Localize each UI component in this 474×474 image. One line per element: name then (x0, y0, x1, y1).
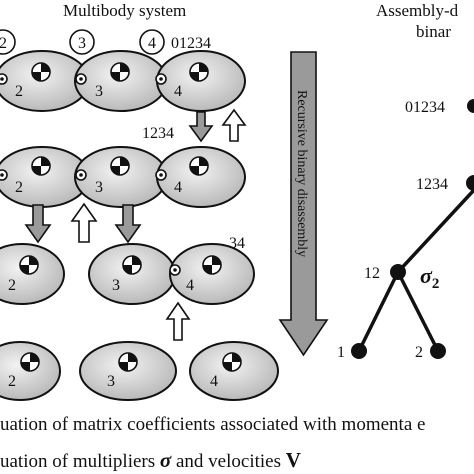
row2-com-marker-3 (110, 156, 130, 176)
row1-body-label-3: 3 (95, 83, 103, 100)
tree-node-01234 (467, 99, 474, 113)
tree-node-1234 (466, 175, 474, 191)
row2-down-arrow-right (114, 204, 142, 244)
tree-leaf-label-1: 1 (337, 344, 345, 361)
row3-chain: 2 3 4 (0, 243, 255, 305)
row2-body-4 (156, 146, 246, 208)
row1-joint-34 (155, 73, 167, 85)
row4-body-label-4: 4 (210, 373, 218, 390)
circled-label-3: 3 (69, 29, 95, 55)
tree-sigma-label: σ2 (420, 263, 439, 292)
set-label-01234-left: 01234 (171, 35, 211, 52)
row3-com-marker-2 (19, 255, 39, 275)
right-panel-title: Assembly-d (376, 1, 459, 20)
svg-text:2: 2 (0, 35, 7, 52)
row2-body-3 (74, 146, 168, 208)
row2-joint-34 (155, 169, 167, 181)
row2-up-arrow (70, 202, 98, 243)
row2-chain: 2 3 4 (0, 146, 246, 208)
bottom-caption-line1: uation of matrix coefficients associated… (0, 414, 425, 435)
row2-com-marker-2 (31, 156, 51, 176)
row3-up-arrow (165, 301, 191, 341)
bottom-caption-line2: uation of multipliers σ and velocities V (0, 448, 301, 472)
row4-com-marker-3 (118, 352, 138, 372)
row2-body-label-2: 2 (15, 179, 23, 196)
row4-body-label-3: 3 (107, 373, 115, 390)
row1-down-arrow (188, 111, 214, 143)
row2-down-arrow-left (24, 204, 52, 244)
row2-body-label-3: 3 (95, 179, 103, 196)
row4-bodies: 2 3 4 (0, 341, 279, 401)
circled-label-4: 4 (139, 29, 165, 55)
row1-com-marker-3 (110, 62, 130, 82)
row3-body-label-2: 2 (8, 277, 16, 294)
tree-node-2 (430, 343, 446, 359)
tree-leaf-label-2: 2 (415, 344, 423, 361)
row1-joint-23 (75, 73, 87, 85)
row3-body-label-3: 3 (112, 277, 120, 294)
circled-label-2: 2 (0, 29, 16, 55)
recursive-disassembly-arrow (278, 51, 329, 357)
row2-com-marker-4 (189, 156, 209, 176)
row2-joint-23 (75, 169, 87, 181)
row1-chain: 2 3 4 (0, 50, 246, 112)
row1-body-label-2: 2 (15, 83, 23, 100)
tree-node-1 (351, 343, 367, 359)
right-panel-subtitle: binar (416, 22, 451, 41)
row3-joint-34 (169, 264, 181, 276)
svg-text:4: 4 (148, 35, 156, 52)
row1-body-label-4: 4 (174, 83, 182, 100)
recursive-disassembly-label: Recursive binary disassembly (294, 90, 309, 257)
row2-body-label-4: 4 (174, 179, 182, 196)
tree-label-01234: 01234 (405, 99, 445, 116)
tree-node-12 (390, 264, 406, 280)
row3-com-marker-3 (122, 255, 142, 275)
set-label-34: 34 (229, 235, 245, 252)
row1-up-arrow (221, 108, 247, 142)
row4-com-marker-2 (20, 352, 40, 372)
row3-body-label-4: 4 (186, 277, 194, 294)
tree-label-1234: 1234 (416, 176, 448, 193)
row1-com-marker-2 (31, 62, 51, 82)
tree-label-12: 12 (364, 265, 380, 282)
row1-com-marker-4 (189, 62, 209, 82)
row3-com-marker-4 (202, 255, 222, 275)
row4-com-marker-4 (222, 352, 242, 372)
row4-body-label-2: 2 (8, 373, 16, 390)
left-panel-title: Multibody system (63, 1, 186, 20)
row2-joint-12 (0, 169, 8, 181)
svg-text:3: 3 (78, 35, 86, 52)
row1-joint-12 (0, 73, 8, 85)
set-label-1234-left: 1234 (142, 125, 174, 142)
binary-tree (351, 99, 474, 359)
